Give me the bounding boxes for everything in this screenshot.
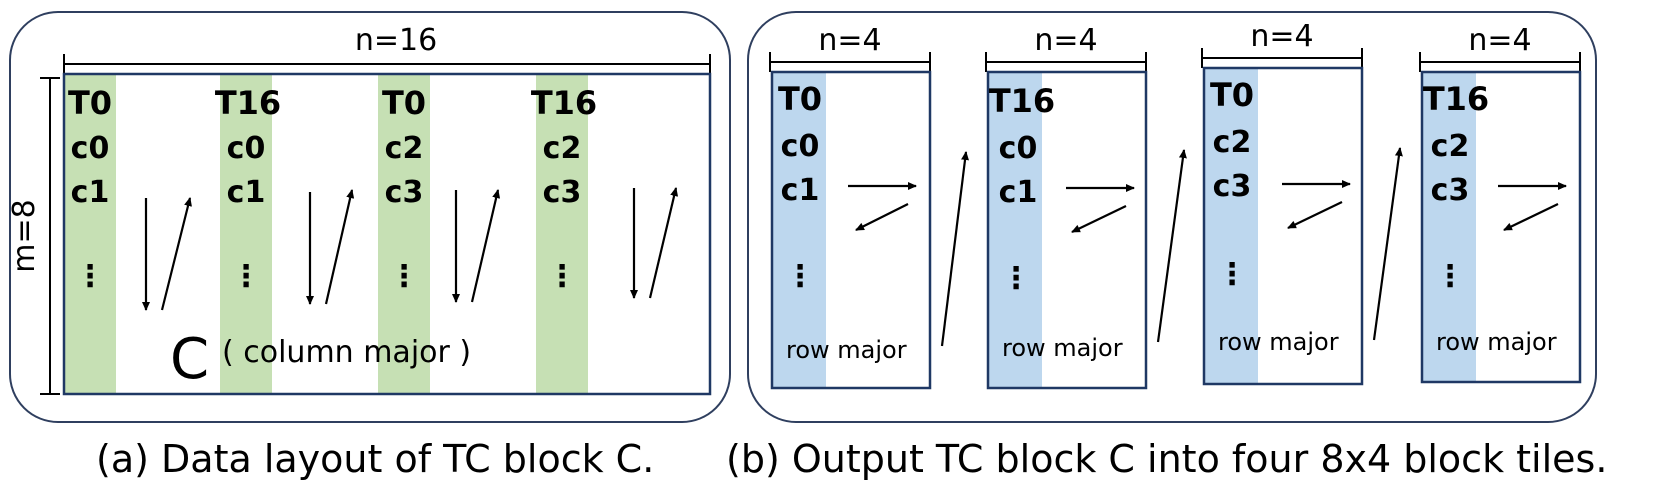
tile-column bbox=[1422, 72, 1476, 382]
matrix-letter: C bbox=[170, 327, 209, 392]
panel-a-column-0 bbox=[64, 74, 116, 394]
tile-column bbox=[988, 72, 1042, 388]
column-thread-label: T16 bbox=[531, 84, 597, 122]
column-element-label: c3 bbox=[543, 175, 582, 210]
panel-a: n=16 m=8 T0 c0 c1 ⋮ T16 c0 c1 ⋮ T0 c2 bbox=[7, 11, 731, 481]
ellipsis: ⋮ bbox=[1435, 259, 1465, 294]
tile-frame bbox=[1420, 70, 1582, 384]
tile-1: n=4 T0 c0 c1 ⋮ row major bbox=[769, 23, 932, 390]
panel-b-caption: (b) Output TC block C into four 8x4 bloc… bbox=[726, 437, 1607, 481]
tile-element-label: c2 bbox=[1213, 125, 1252, 160]
tile-width-label: n=4 bbox=[1250, 19, 1313, 54]
tile-order-label: row major bbox=[1218, 328, 1339, 356]
ellipsis: ⋮ bbox=[75, 259, 105, 294]
column-element-label: c1 bbox=[71, 175, 110, 210]
panel-a-matrix-frame bbox=[62, 72, 712, 396]
column-element-label: c2 bbox=[385, 131, 424, 166]
tile-width-label: n=4 bbox=[818, 23, 881, 58]
tile-thread-label: T16 bbox=[1423, 80, 1489, 118]
tile-order-label: row major bbox=[786, 336, 907, 364]
panel-a-column-3 bbox=[536, 74, 588, 394]
panel-a-column-labels: T0 c0 c1 ⋮ T16 c0 c1 ⋮ T0 c2 c3 ⋮ T16 c2… bbox=[68, 84, 597, 294]
ellipsis: ⋮ bbox=[389, 259, 419, 294]
ellipsis: ⋮ bbox=[547, 259, 577, 294]
tile-transition-arrow bbox=[940, 151, 969, 347]
panel-a-traversal-arrows bbox=[142, 187, 679, 311]
return-arrow bbox=[1287, 201, 1343, 229]
tile-frame bbox=[770, 70, 932, 390]
tile-thread-label: T0 bbox=[778, 80, 822, 118]
tile-2: n=4 T16 c0 c1 ⋮ row major bbox=[985, 23, 1148, 390]
column-thread-label: T0 bbox=[382, 84, 426, 122]
return-arrow bbox=[1503, 203, 1559, 231]
panel-a-width-dimension: n=16 bbox=[63, 23, 711, 74]
tile-element-label: c0 bbox=[999, 131, 1038, 166]
up-arrow bbox=[470, 189, 501, 303]
tile-transition-arrow bbox=[1372, 147, 1403, 341]
panel-a-column-1 bbox=[220, 74, 272, 394]
tile-width-label: n=4 bbox=[1468, 23, 1531, 58]
tile-4: n=4 T16 c2 c3 ⋮ row major bbox=[1419, 23, 1582, 384]
tile-width-label: n=4 bbox=[1034, 23, 1097, 58]
ellipsis: ⋮ bbox=[785, 259, 815, 294]
tile-element-label: c2 bbox=[1431, 129, 1470, 164]
tile-element-label: c0 bbox=[781, 129, 820, 164]
tile-order-label: row major bbox=[1002, 334, 1123, 362]
return-arrow bbox=[855, 203, 909, 231]
panel-a-height-label: m=8 bbox=[7, 199, 42, 272]
column-element-label: c0 bbox=[71, 131, 110, 166]
up-arrow bbox=[324, 189, 355, 305]
panel-a-height-dimension: m=8 bbox=[7, 77, 60, 395]
panel-b-border bbox=[747, 11, 1597, 423]
column-element-label: c3 bbox=[385, 175, 424, 210]
tile-frame bbox=[1202, 66, 1364, 386]
tile-column bbox=[772, 72, 826, 388]
tile-element-label: c1 bbox=[781, 173, 820, 208]
tile-thread-label: T0 bbox=[1210, 76, 1254, 114]
tile-column bbox=[1204, 68, 1258, 384]
return-arrow bbox=[1071, 205, 1127, 233]
up-arrow bbox=[160, 197, 192, 311]
panel-a-caption: (a) Data layout of TC block C. bbox=[96, 437, 654, 481]
panel-a-width-label: n=16 bbox=[355, 23, 437, 58]
column-thread-label: T0 bbox=[68, 84, 112, 122]
tile-3: n=4 T0 c2 c3 ⋮ row major bbox=[1201, 19, 1364, 386]
column-element-label: c2 bbox=[543, 131, 582, 166]
tile-frame bbox=[986, 70, 1148, 390]
column-element-label: c0 bbox=[227, 131, 266, 166]
ellipsis: ⋮ bbox=[1001, 261, 1031, 296]
tile-element-label: c3 bbox=[1213, 169, 1252, 204]
tile-order-label: row major bbox=[1436, 328, 1557, 356]
matrix-storage-note: ( column major ) bbox=[222, 335, 471, 370]
tile-thread-label: T16 bbox=[989, 82, 1055, 120]
panel-b: n=4 T0 c0 c1 ⋮ row major n=4 T16 c0 c1 bbox=[726, 11, 1607, 481]
ellipsis: ⋮ bbox=[231, 259, 261, 294]
tile-transition-arrow bbox=[1156, 149, 1187, 343]
up-arrow bbox=[648, 187, 679, 299]
tile-element-label: c3 bbox=[1431, 173, 1470, 208]
column-element-label: c1 bbox=[227, 175, 266, 210]
tile-element-label: c1 bbox=[999, 175, 1038, 210]
column-thread-label: T16 bbox=[215, 84, 281, 122]
ellipsis: ⋮ bbox=[1217, 257, 1247, 292]
panel-a-column-2 bbox=[378, 74, 430, 394]
